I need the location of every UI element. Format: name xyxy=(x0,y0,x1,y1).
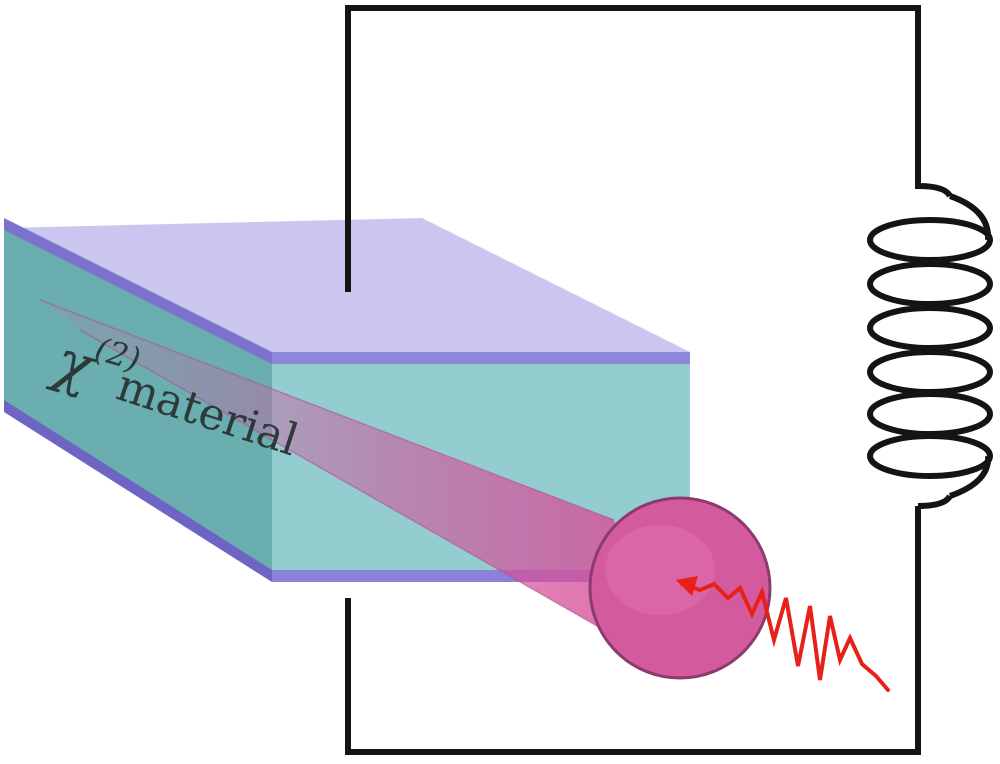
coil-icon xyxy=(867,193,993,499)
wave-packet-icon xyxy=(676,576,890,692)
laser-beam xyxy=(39,299,772,680)
circuit-wire xyxy=(345,5,953,755)
beam-aperture xyxy=(588,496,772,680)
